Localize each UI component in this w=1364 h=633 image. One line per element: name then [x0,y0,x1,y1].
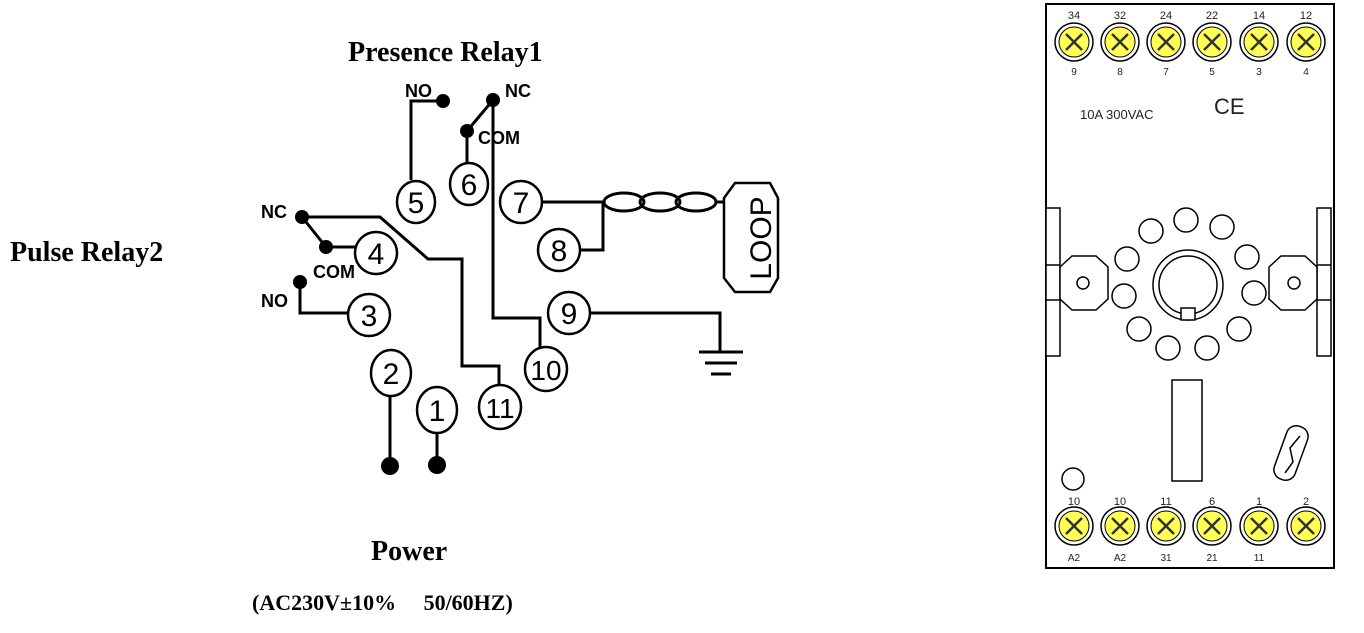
svg-text:11: 11 [485,393,514,424]
pin-8: 8 [536,227,582,273]
ground-icon [699,350,743,376]
bottom-terminal-bottom-label: A2 [1114,553,1127,564]
pin-11: 11 [477,383,523,431]
top-terminal-6: 12 4 [1286,10,1326,78]
svg-text:5: 5 [408,187,425,220]
release-slot [1171,379,1203,482]
top-terminal-bottom-label: 3 [1256,67,1262,78]
bottom-terminal-6: 2 [1286,496,1326,546]
top-terminal-bottom-label: 4 [1303,67,1309,78]
octal-socket [1111,207,1267,361]
pin-4: 4 [353,230,399,276]
right-flange [1316,207,1332,357]
varistor-icon [1273,424,1309,482]
bottom-terminal-5: 111 [1239,496,1279,564]
pin-1: 1 [415,385,459,435]
bottom-terminal-bottom-label: 11 [1254,553,1265,564]
bottom-terminal-bottom-label: 31 [1160,553,1172,564]
top-terminal-3: 24 7 [1146,10,1186,78]
relay1-com-label: COM [478,128,520,148]
top-terminal-5: 14 3 [1239,10,1279,78]
svg-text:9: 9 [561,298,578,331]
bottom-terminal-top-label: 11 [1160,496,1171,508]
svg-text:3: 3 [361,300,378,333]
svg-text:4: 4 [368,238,385,271]
right-mount-hex [1268,255,1318,311]
relay2-com-label: COM [313,262,355,282]
left-flange [1045,207,1061,357]
relay1-nc-label: NC [505,81,531,101]
bottom-terminal-top-label: 10 [1068,496,1080,508]
bottom-terminal-bottom-label: 21 [1206,553,1218,564]
top-terminal-top-label: 12 [1300,10,1312,22]
top-terminal-2: 32 8 [1100,10,1140,78]
top-terminal-row: 34 9 32 8 24 7 22 5 14 3 12 4 [1054,10,1326,78]
bottom-terminal-top-label: 2 [1303,496,1309,508]
bottom-terminal-4: 6 21 [1192,496,1232,564]
relay2-nc-label: NC [261,202,287,222]
bottom-terminal-3: 11 31 [1146,496,1186,564]
svg-text:2: 2 [383,358,400,391]
pulse-relay-title: Pulse Relay2 [10,237,163,268]
top-terminal-bottom-label: 7 [1163,67,1169,78]
top-terminal-bottom-label: 8 [1117,67,1123,78]
top-terminal-bottom-label: 5 [1209,67,1215,78]
presence-relay-title: Presence Relay1 [348,37,543,68]
pin-10: 10 [523,345,569,393]
relay1-no-label: NO [405,81,432,101]
bottom-terminal-top-label: 1 [1256,496,1262,508]
pin-9: 9 [546,290,592,336]
top-terminal-top-label: 24 [1160,10,1172,22]
indicator-hole [1061,467,1085,491]
loop-label: LOOP [745,196,778,279]
bottom-terminal-bottom-label: A2 [1068,553,1081,564]
top-terminal-4: 22 5 [1192,10,1232,78]
pin-7: 7 [498,179,544,225]
ce-mark: CE [1214,94,1245,119]
svg-text:8: 8 [551,235,568,268]
svg-text:10: 10 [530,355,561,386]
rating-label: 10A 300VAC [1080,107,1153,122]
top-terminal-1: 34 9 [1054,10,1094,78]
bottom-terminal-top-label: 6 [1209,496,1215,508]
top-terminal-top-label: 22 [1206,10,1218,22]
wiring-schematic: Presence Relay1 Pulse Relay2 Power (AC23… [10,37,780,615]
relay2-no-label: NO [261,291,288,311]
top-terminal-bottom-label: 9 [1071,67,1077,78]
top-terminal-top-label: 32 [1114,10,1126,22]
bottom-terminal-top-label: 10 [1114,496,1126,508]
pin-2: 2 [369,348,413,398]
twisted-pair-coils [602,191,724,213]
svg-text:6: 6 [461,169,478,202]
left-mount-hex [1059,255,1109,311]
svg-text:7: 7 [513,187,530,220]
power-spec: (AC230V±10% 50/60HZ) [252,590,513,615]
power-title: Power [371,536,447,567]
contact-dots [293,93,500,475]
pin-5: 5 [395,179,437,225]
svg-text:1: 1 [429,395,446,428]
pin-3: 3 [346,292,392,338]
pin-6: 6 [448,161,490,207]
loop-detector-box: LOOP [722,181,780,294]
top-terminal-top-label: 14 [1253,10,1265,22]
top-terminal-top-label: 34 [1068,10,1080,22]
